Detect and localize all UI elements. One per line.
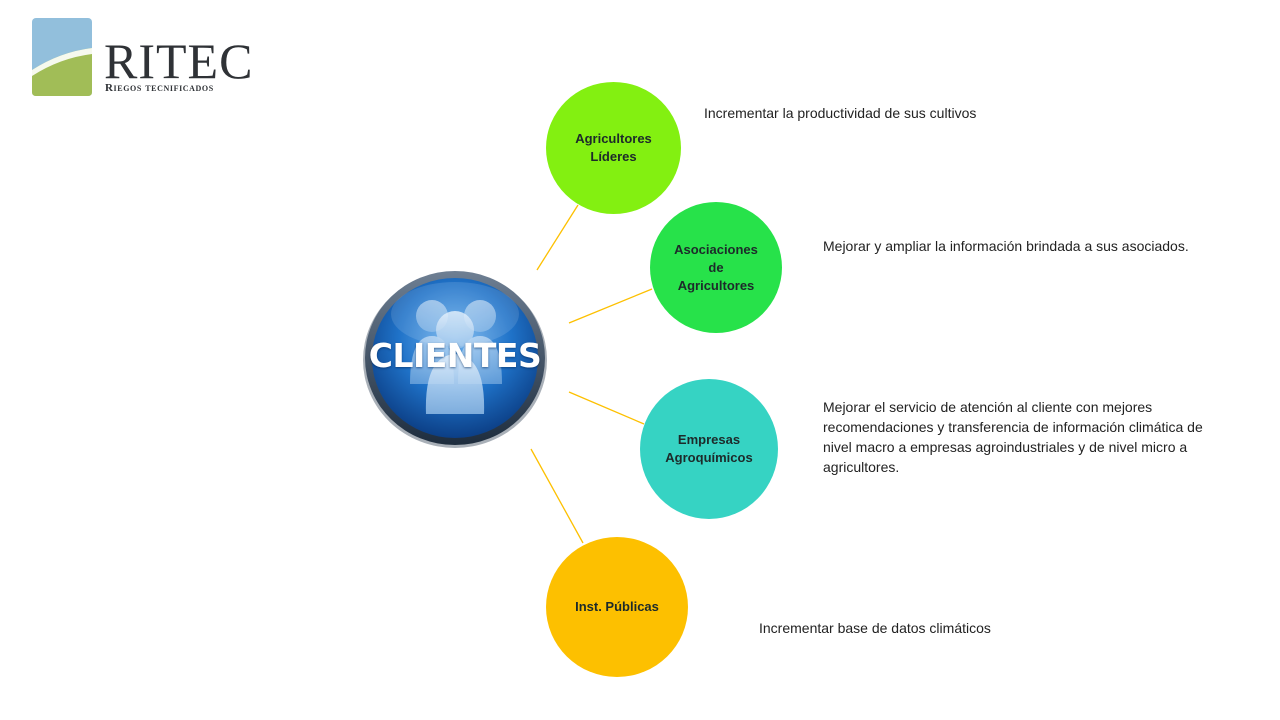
description-empresas: Mejorar el servicio de atención al clien… — [823, 399, 1203, 475]
connector-line-4 — [530, 448, 584, 544]
description-inst-publicas: Incrementar base de datos climáticos — [759, 620, 991, 636]
logo-tagline: Riegos tecnificados — [105, 82, 214, 94]
node-inst-publicas: Inst. Públicas — [546, 537, 688, 677]
connector-line-2 — [568, 288, 653, 324]
logo-mark-icon — [32, 18, 92, 96]
connector-line-3 — [568, 391, 645, 425]
description-agricultores-lideres: Incrementar la productividad de sus cult… — [704, 105, 977, 121]
node-label: Asociaciones de Agricultores — [674, 241, 758, 293]
description-asociaciones: Mejorar y ampliar la información brindad… — [823, 238, 1189, 254]
node-label: Agricultores Líderes — [575, 131, 652, 164]
logo-name: RITEC — [104, 33, 254, 89]
connector-line-1 — [536, 204, 579, 271]
node-label: Inst. Públicas — [575, 599, 659, 614]
node-label: Empresas Agroquímicos — [665, 432, 753, 465]
clientes-badge: CLIENTES — [360, 266, 550, 450]
ritec-logo: RITEC Riegos tecnificados — [32, 18, 252, 100]
node-agricultores-lideres: Agricultores Líderes — [546, 82, 681, 214]
people-group-icon — [363, 271, 547, 448]
node-asociaciones-agricultores: Asociaciones de Agricultores — [650, 202, 782, 333]
clientes-label: CLIENTES — [368, 336, 542, 375]
node-empresas-agroquimicos: Empresas Agroquímicos — [640, 379, 778, 519]
